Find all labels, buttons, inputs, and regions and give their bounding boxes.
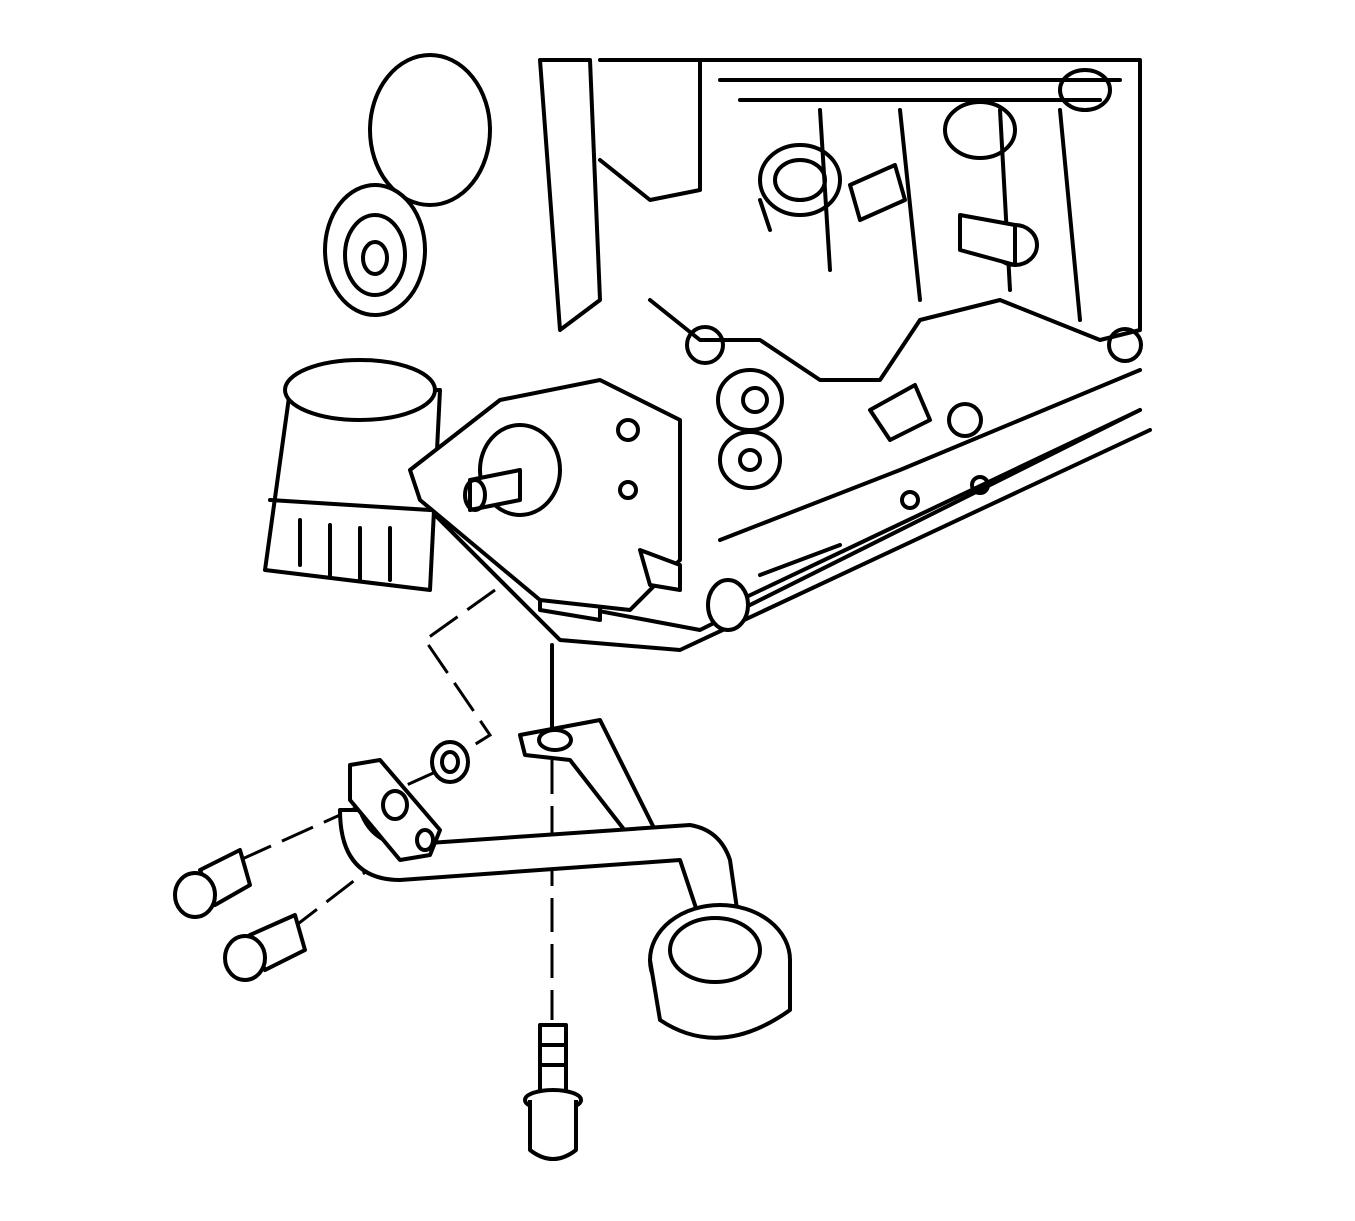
pickup-tube-bolt-1 (173, 848, 252, 919)
oil-filter (263, 358, 442, 592)
pickup-tube-gasket (430, 740, 470, 784)
crank-sprocket (323, 53, 492, 317)
engine-block (538, 58, 1143, 490)
bracket-bolt (523, 1023, 583, 1161)
pickup-tube-bolt-2 (223, 913, 307, 982)
guide-line-bolt-2 (289, 828, 421, 932)
oil-pump-pickup-tube (338, 718, 792, 1040)
oil-pump (408, 378, 682, 612)
guide-line-gasket (422, 588, 496, 762)
